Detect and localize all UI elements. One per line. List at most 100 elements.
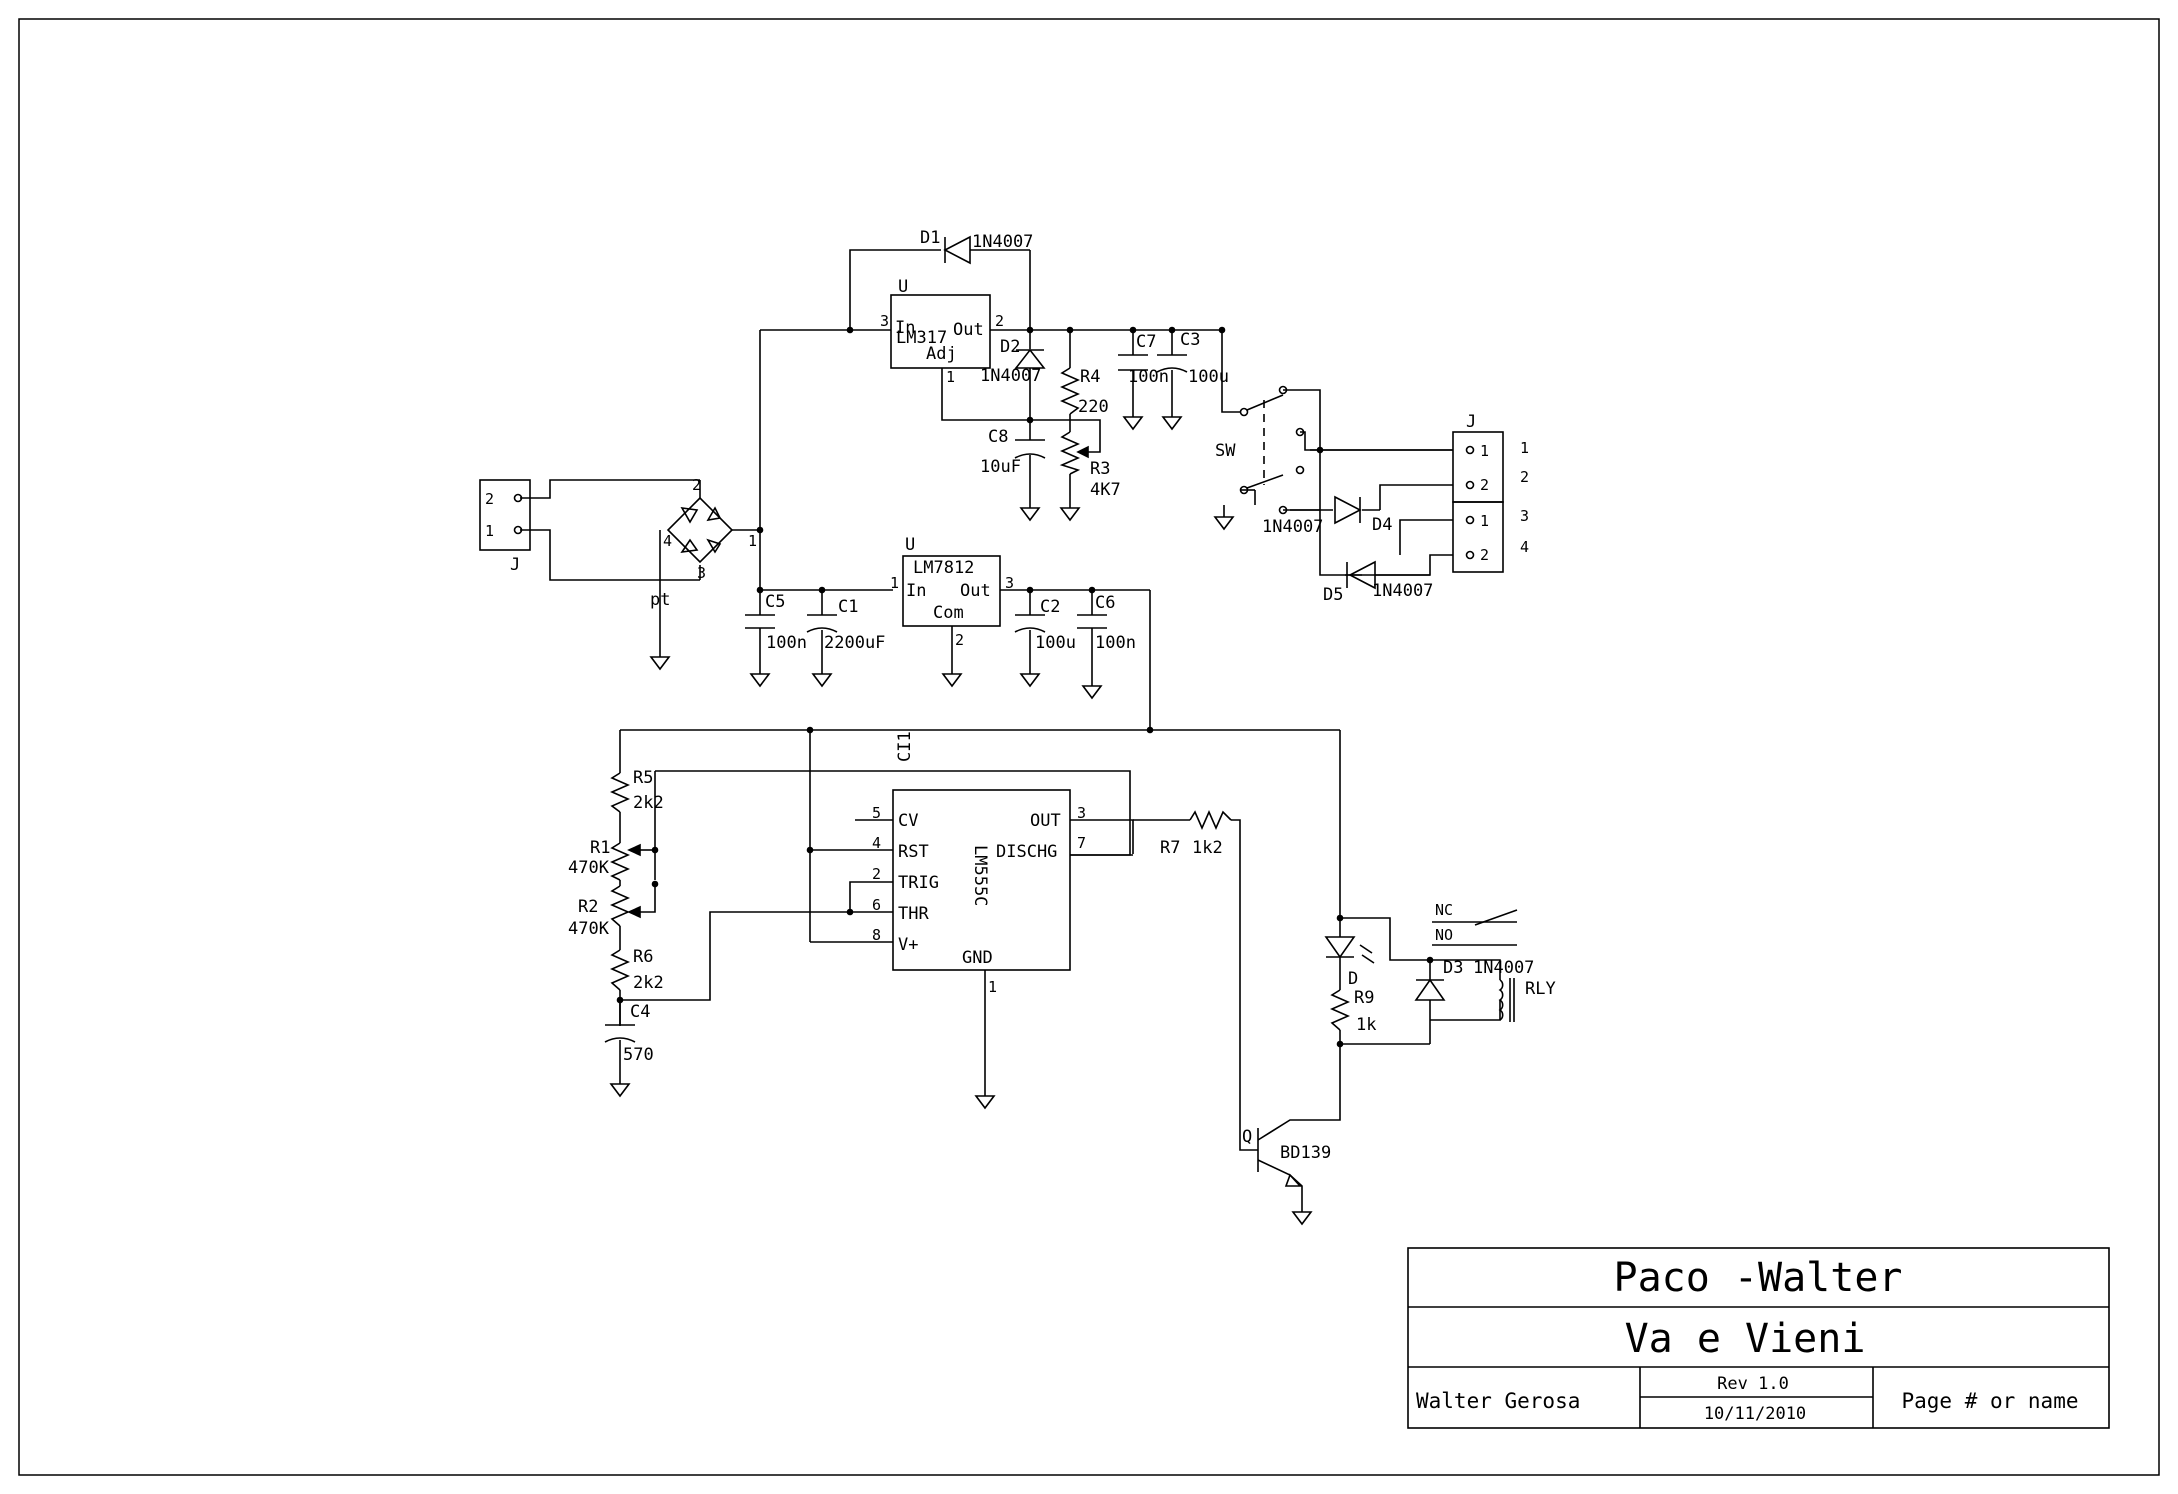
label-led: D	[1348, 969, 1358, 989]
label-d5-val: 1N4007	[1372, 581, 1433, 601]
label-c4-val: 570	[623, 1045, 654, 1065]
label-j-output: J	[1466, 412, 1476, 432]
pin-label-rst: RST	[898, 842, 929, 862]
title-block	[1407, 1247, 2110, 1429]
label-nc: NC	[1435, 901, 1453, 919]
capacitor-c1	[806, 614, 838, 633]
resistor-r4	[1060, 367, 1080, 415]
label-no: NO	[1435, 926, 1453, 944]
relay-rly	[1498, 978, 1515, 1022]
label-ci1: CI1	[895, 731, 915, 762]
pin-555-5: 5	[872, 804, 881, 822]
label-r5: R5	[633, 768, 653, 788]
pin-j-in-1: 1	[485, 522, 494, 540]
potentiometer-r2	[610, 884, 656, 927]
pin-j-out-1: 1	[1480, 442, 1489, 460]
pin-label-vplus: V+	[898, 935, 918, 955]
label-c1: C1	[838, 597, 858, 617]
label-c5: C5	[765, 592, 785, 612]
label-r9: R9	[1354, 988, 1374, 1008]
label-c3-val: 100u	[1188, 367, 1229, 387]
diode-d3	[1414, 978, 1446, 1001]
junctions	[616, 326, 1434, 1048]
label-r2: R2	[578, 897, 598, 917]
label-r7: R7	[1160, 838, 1180, 858]
label-r4: R4	[1080, 367, 1100, 387]
pin-555-2: 2	[872, 865, 881, 883]
capacitor-c6	[1077, 614, 1107, 629]
capacitor-c4	[604, 1024, 636, 1043]
label-u1-adj: Adj	[926, 344, 957, 364]
label-c6-val: 100n	[1095, 633, 1136, 653]
pin-u1-3: 3	[880, 312, 889, 330]
label-u1-in: In	[895, 318, 915, 338]
label-r3: R3	[1090, 459, 1110, 479]
pin-u1-1: 1	[946, 368, 955, 386]
label-c3: C3	[1180, 330, 1200, 350]
pin-u2-2: 2	[955, 631, 964, 649]
pin-bridge-2: 2	[692, 476, 701, 494]
pin-bridge-1: 1	[748, 532, 757, 550]
label-c2-val: 100u	[1035, 633, 1076, 653]
potentiometer-r1	[610, 842, 655, 881]
pin-bridge-3: 3	[697, 564, 706, 582]
label-u1-name: LM317	[896, 328, 947, 348]
wires	[520, 249, 1518, 1200]
label-q: Q	[1242, 1127, 1252, 1147]
pin-label-thr: THR	[898, 904, 929, 924]
label-c6: C6	[1095, 593, 1115, 613]
page-text: Page # or name	[1901, 1389, 2078, 1413]
label-u1-out: Out	[953, 320, 984, 340]
pin-bridge-4: 4	[663, 532, 672, 550]
pin-j-ext-2: 2	[1520, 468, 1529, 486]
pin-j-out-4: 2	[1480, 546, 1489, 564]
pin-j-ext-4: 4	[1520, 538, 1529, 556]
label-c7-val: 100n	[1128, 367, 1169, 387]
capacitor-c7	[1118, 354, 1148, 371]
label-c8-val: 10uF	[980, 457, 1021, 477]
ground-symbols	[610, 404, 1312, 1225]
label-pt: pt	[650, 590, 670, 610]
label-r9-val: 1k	[1356, 1015, 1376, 1035]
label-r2-val: 470K	[568, 919, 610, 939]
timer-ic-555	[892, 789, 1071, 971]
label-r1-val: 470K	[568, 858, 610, 878]
label-d2-val: 1N4007	[980, 366, 1041, 386]
label-r6-val: 2k2	[633, 973, 664, 993]
revision-text: Rev 1.0	[1717, 1374, 1789, 1394]
switch-sw	[1239, 385, 1305, 515]
pin-label-cv: CV	[898, 811, 918, 831]
label-q-val: BD139	[1280, 1143, 1331, 1163]
date-text: 10/11/2010	[1704, 1404, 1806, 1424]
resistor-r7	[1189, 810, 1232, 830]
label-r7-val: 1k2	[1192, 838, 1223, 858]
subtitle-text: Va e Vieni	[1625, 1316, 1866, 1362]
capacitor-c2	[1014, 614, 1046, 633]
label-555-name: LM555C	[970, 845, 990, 906]
pin-555-7: 7	[1077, 834, 1086, 852]
labels: D1 1N4007 U In LM317 Out Adj 3 2 1 D2 1N…	[485, 228, 1556, 1163]
label-d1: D1	[920, 228, 940, 248]
bridge-rectifier	[680, 506, 722, 554]
label-sw: SW	[1215, 441, 1236, 461]
pin-label-trig: TRIG	[898, 873, 939, 893]
pin-j-ext-3: 3	[1520, 507, 1529, 525]
capacitor-c3	[1156, 354, 1188, 373]
label-d5: D5	[1323, 585, 1343, 605]
pin-555-4: 4	[872, 834, 881, 852]
pin-label-gnd: GND	[962, 948, 993, 968]
label-r4-val: 220	[1078, 397, 1109, 417]
pin-555-6: 6	[872, 896, 881, 914]
title-text: Paco -Walter	[1614, 1255, 1903, 1301]
pin-label-dischg: DISCHG	[996, 842, 1057, 862]
regulator-lm7812	[902, 555, 1001, 627]
resistor-r5	[610, 772, 630, 813]
label-u2-name: LM7812	[913, 558, 974, 578]
label-u2-out: Out	[960, 581, 991, 601]
label-r1: R1	[590, 838, 610, 858]
connector-j-output	[1452, 431, 1504, 573]
pin-j-in-2: 2	[485, 490, 494, 508]
led-d	[1324, 936, 1375, 964]
label-r5-val: 2k2	[633, 793, 664, 813]
